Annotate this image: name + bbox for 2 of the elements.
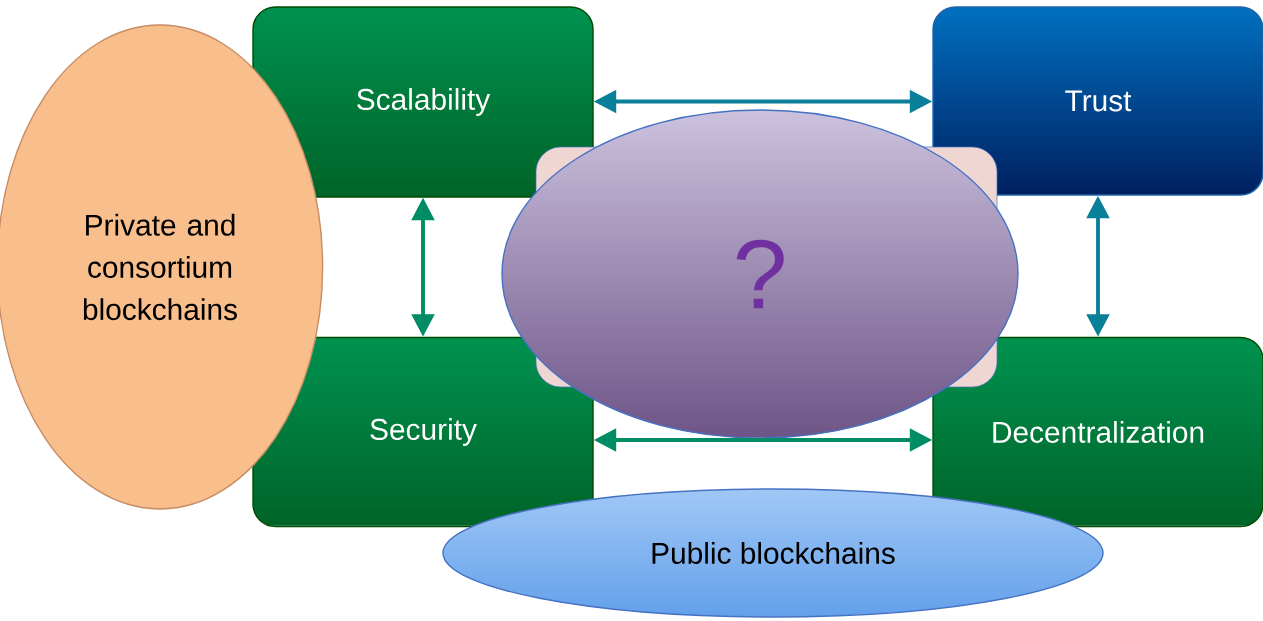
rounded-box: Trust [932,6,1263,196]
rounded-box: Decentralization [932,336,1263,528]
